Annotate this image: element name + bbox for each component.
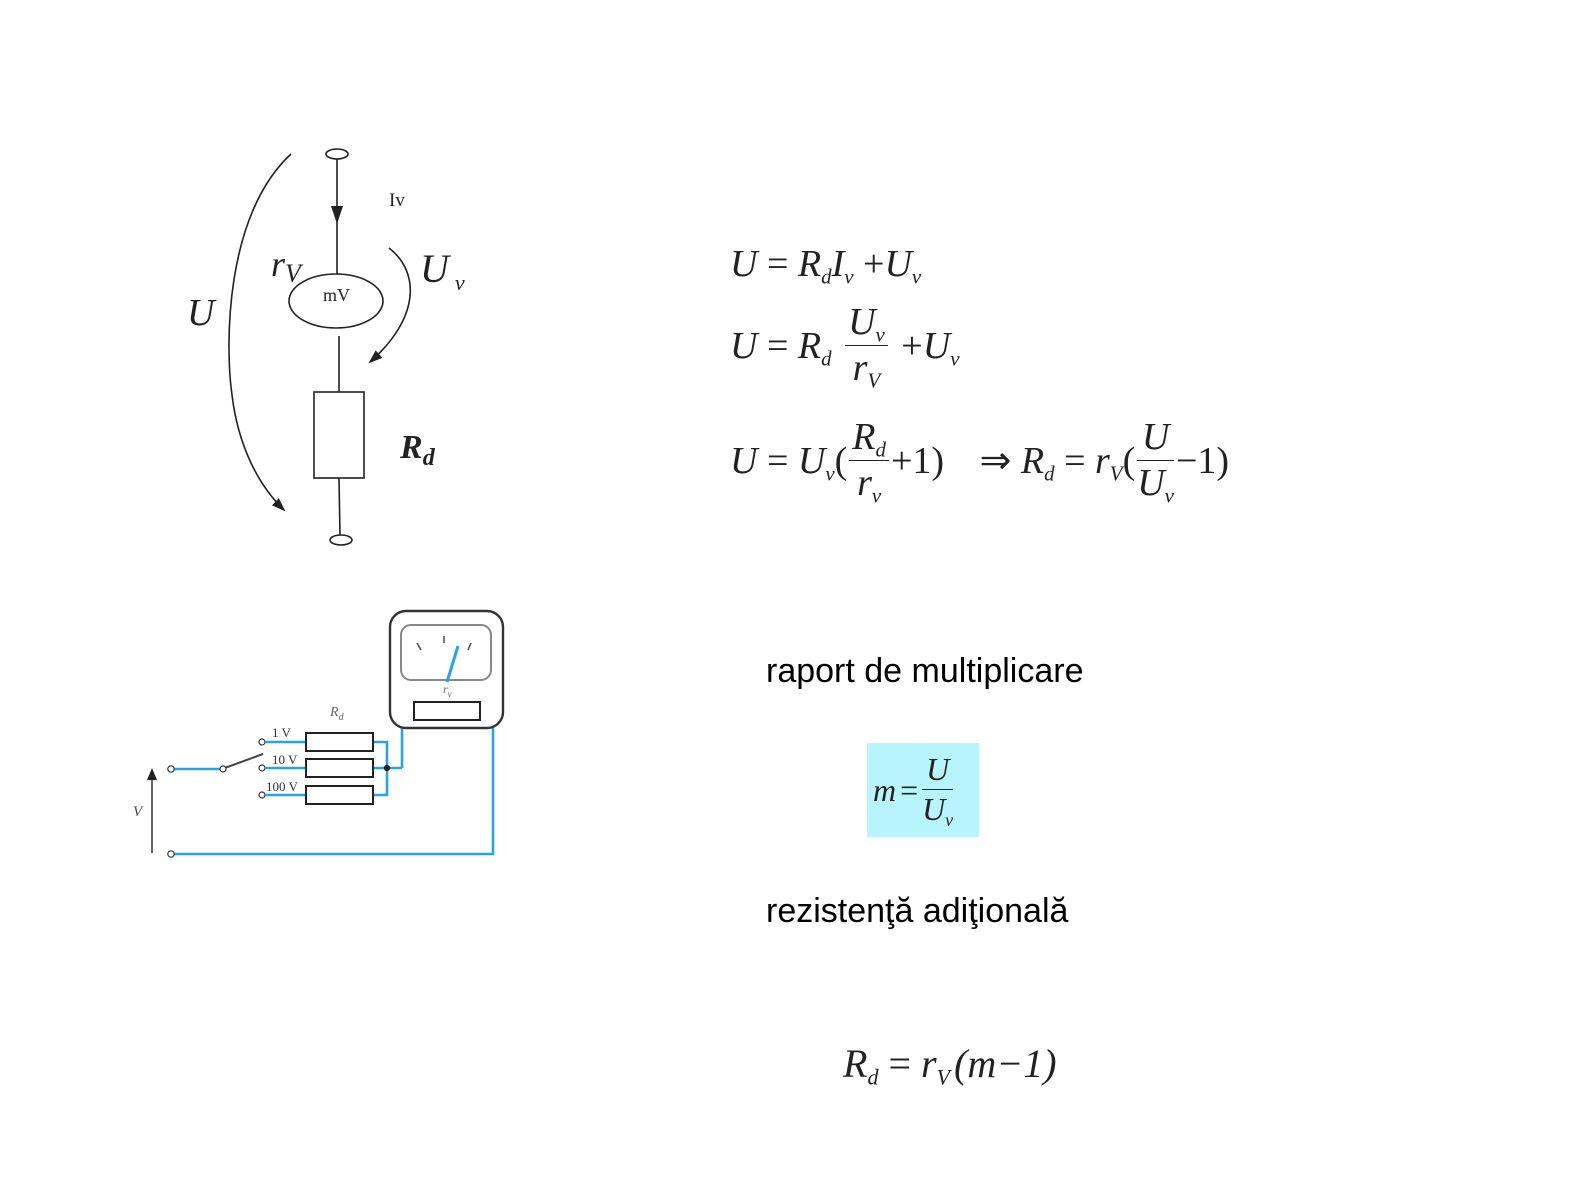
voltage-arrow-meter xyxy=(368,247,412,364)
added-resistance-label: Rd xyxy=(399,429,436,471)
multirange-voltmeter-diagram: V 1 V 10 V 100 V Rd rv xyxy=(133,609,505,858)
meter-coil-resistor xyxy=(413,701,481,721)
junction-dot xyxy=(383,764,391,772)
meter-dial xyxy=(400,624,492,681)
current-label: Iv xyxy=(389,190,405,211)
contact-1v xyxy=(258,738,266,746)
meter-resistance-small-label: rv xyxy=(443,682,452,699)
millivoltmeter xyxy=(288,273,384,329)
equation-3: U = Uv( Rd rv +1) ⇒ Rd = rV( U Uv −1) xyxy=(730,416,1230,508)
bottom-terminal xyxy=(329,534,353,546)
meter-label: mV xyxy=(323,285,350,305)
equation-2: U = Rd Uv rV +Uv xyxy=(730,301,960,393)
resistor-1v xyxy=(305,732,374,752)
range-1v-label: 1 V xyxy=(272,725,292,740)
input-terminal-top xyxy=(167,765,175,773)
resistance-title: rezistenţă adiţională xyxy=(766,892,1069,930)
equation-1: U = RdIv +Uv xyxy=(730,243,922,289)
ratio-title: raport de multiplicare xyxy=(766,652,1084,690)
range-switch xyxy=(221,753,264,770)
final-formula: Rd = rV(m−1) xyxy=(843,1041,1057,1090)
wire-bottom xyxy=(338,477,341,536)
switch-pivot xyxy=(219,765,227,773)
resistor-100v xyxy=(305,785,374,805)
ratio-fraction: U Uv xyxy=(922,751,954,831)
eq3-fraction-left: Rd rv xyxy=(849,417,889,506)
voltage-total-label: U xyxy=(187,292,217,334)
range-100v-label: 100 V xyxy=(266,779,299,794)
eq2-fraction: Uv rV xyxy=(845,302,888,391)
resistor-10v xyxy=(305,758,374,778)
eq3-fraction-right: U Uv xyxy=(1137,416,1174,508)
contact-100v xyxy=(258,791,266,799)
contact-10v xyxy=(258,764,266,772)
voltage-arrow-total xyxy=(228,153,292,512)
resistor-rd-label: Rd xyxy=(329,705,345,723)
resistor-rd xyxy=(313,391,365,479)
range-10v-label: 10 V xyxy=(272,752,298,767)
meter-resistance-label: rV xyxy=(271,244,304,288)
meter-needle xyxy=(445,645,460,683)
current-arrow xyxy=(331,206,343,224)
input-terminal-bottom xyxy=(167,850,175,858)
ratio-formula: m = U Uv xyxy=(867,743,979,837)
top-terminal xyxy=(325,148,349,160)
input-voltage-label: V xyxy=(133,804,144,820)
input-voltage-arrowhead xyxy=(147,768,157,780)
